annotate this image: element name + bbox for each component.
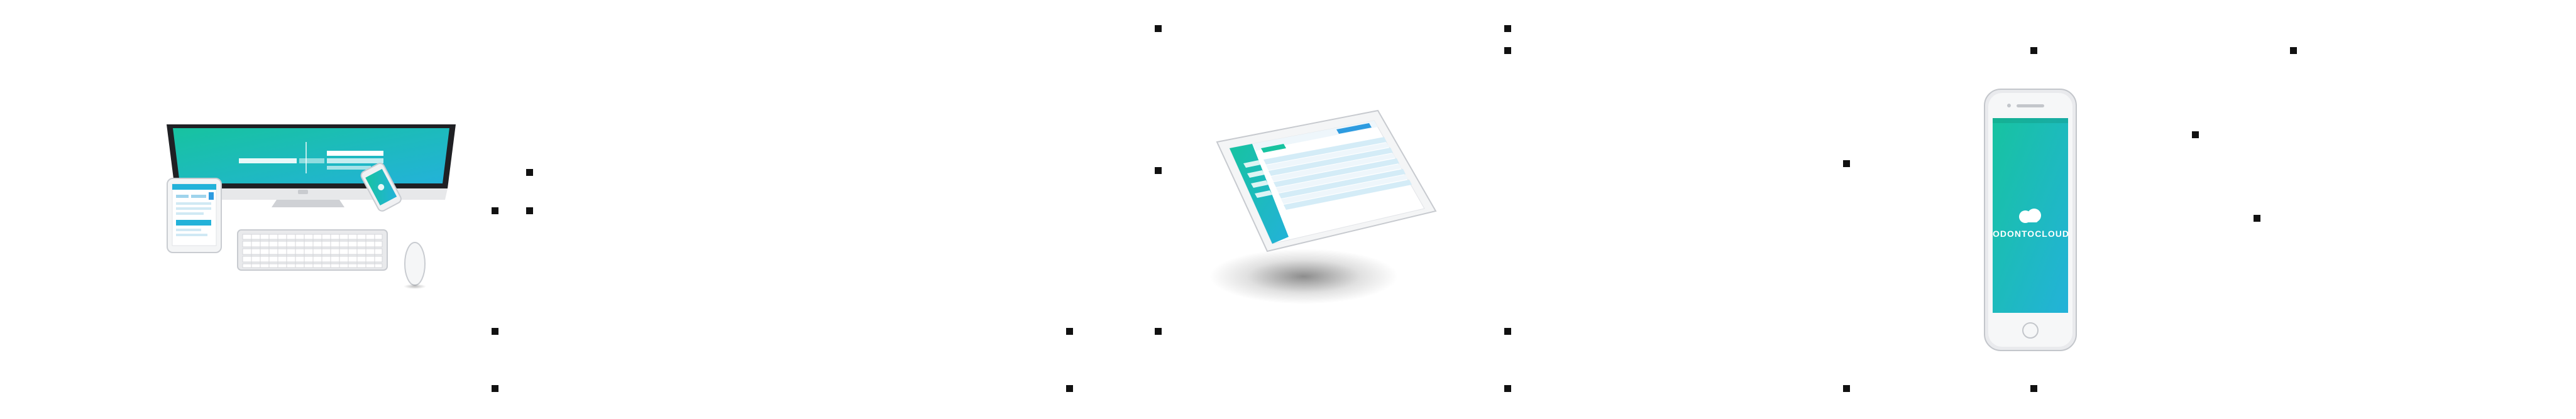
marker [526,169,533,176]
marker [1155,167,1162,174]
smartphone-mockup [1984,89,2077,351]
marker [1504,385,1511,392]
marker [492,385,498,392]
marker [492,207,498,214]
smartphone-icon [1984,89,2077,351]
home-button [2022,322,2039,339]
marker [2290,47,2297,54]
mouse-icon [404,242,426,289]
marker [2030,385,2037,392]
marker [1504,47,1511,54]
keyboard-icon [237,229,388,271]
marker [2254,215,2260,222]
floating-tablet-mockup [1209,109,1437,304]
tablet-shadow [1209,249,1398,304]
panel-desktop-suite [0,0,859,416]
marker [1155,25,1162,32]
marker [526,207,533,214]
panel-floating-tablet [859,0,1717,416]
smartphone-icon [360,163,402,212]
marker [1504,328,1511,335]
panel-smartphone: ODONTOCLOUD [1717,0,2576,416]
logo-text: ODONTOCLOUD [1993,229,2069,239]
logo-mark [2019,209,2041,223]
marker [1066,385,1073,392]
marker [2030,47,2037,54]
marker [1843,160,1850,167]
marker [1504,25,1511,32]
tablet-icon [167,178,222,253]
marker [492,328,498,335]
marker [2192,131,2199,138]
marker [1843,385,1850,392]
marker [1066,328,1073,335]
tablet-icon [1216,109,1437,253]
marker [1155,328,1162,335]
desktop-suite-mockup [167,124,456,289]
